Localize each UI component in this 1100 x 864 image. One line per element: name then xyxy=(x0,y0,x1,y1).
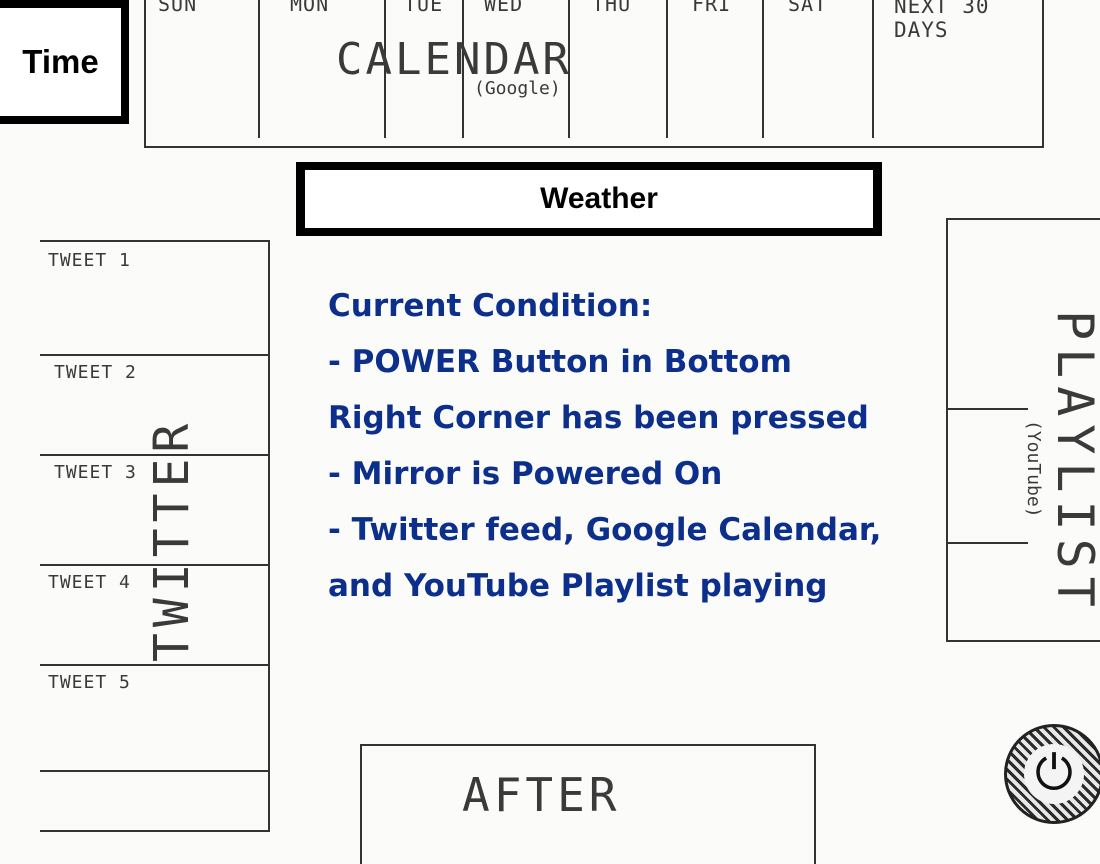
after-label: AFTER xyxy=(462,768,621,822)
calendar-day-label: MON xyxy=(290,0,330,16)
calendar-day-label: THU xyxy=(592,0,632,16)
after-panel: AFTER xyxy=(360,744,816,864)
tweet-label: TWEET 4 xyxy=(48,572,131,593)
time-widget: Time xyxy=(0,0,129,124)
tweet-row: TWEET 1 xyxy=(40,242,268,356)
condition-line: and YouTube Playlist playing xyxy=(328,568,828,604)
calendar-subtitle: (Google) xyxy=(474,78,561,99)
power-button[interactable]: ⏻ xyxy=(1004,724,1100,824)
tweet-row: TWEET 5 xyxy=(40,664,268,772)
calendar-widget: SUN MON TUE WED THU FRI SAT NEXT 30 DAYS… xyxy=(144,0,1044,148)
calendar-day-column: MON xyxy=(260,0,386,138)
calendar-day-column: THU xyxy=(570,0,668,138)
calendar-day-label: NEXT 30 DAYS xyxy=(894,0,990,42)
tweet-row: TWEET 4 xyxy=(40,564,268,666)
calendar-day-column: SUN xyxy=(146,0,260,138)
tweet-label: TWEET 3 xyxy=(54,462,137,483)
weather-label: Weather xyxy=(540,182,658,215)
tweet-label: TWEET 2 xyxy=(54,362,137,383)
calendar-title: CALENDAR xyxy=(336,34,572,85)
calendar-day-column: SAT xyxy=(764,0,874,138)
condition-line: Current Condition: xyxy=(328,288,653,324)
playlist-divider xyxy=(948,542,1028,544)
condition-line: - POWER Button in Bottom xyxy=(328,344,792,380)
calendar-day-column: WED xyxy=(464,0,570,138)
calendar-day-label: SUN xyxy=(158,0,198,16)
twitter-title: TWITTER xyxy=(144,417,200,662)
youtube-playlist: PLAYLIST (YouTube) xyxy=(946,218,1100,642)
twitter-feed: TWEET 1 TWEET 2 TWEET 3 TWEET 4 TWEET 5 … xyxy=(40,240,270,832)
calendar-day-column: FRI xyxy=(668,0,764,138)
calendar-day-label: WED xyxy=(484,0,524,16)
calendar-day-label: FRI xyxy=(692,0,732,16)
playlist-subtitle: (YouTube) xyxy=(1023,420,1044,518)
calendar-next-30-column: NEXT 30 DAYS xyxy=(874,0,1040,138)
condition-line: - Twitter feed, Google Calendar, xyxy=(328,512,882,548)
condition-description: Current Condition: - POWER Button in Bot… xyxy=(328,278,908,614)
calendar-day-label: SAT xyxy=(788,0,828,16)
power-icon: ⏻ xyxy=(1024,744,1084,804)
tweet-label: TWEET 5 xyxy=(48,672,131,693)
playlist-title: PLAYLIST xyxy=(1046,310,1100,615)
tweet-row: TWEET 2 xyxy=(40,354,268,456)
playlist-divider xyxy=(948,408,1028,410)
weather-widget: Weather xyxy=(296,162,882,236)
condition-line: - Mirror is Powered On xyxy=(328,456,723,492)
time-label: Time xyxy=(22,43,99,80)
calendar-day-column: TUE xyxy=(386,0,464,138)
tweet-label: TWEET 1 xyxy=(48,250,131,271)
calendar-day-label: TUE xyxy=(404,0,444,16)
tweet-row: TWEET 3 xyxy=(40,454,268,566)
condition-line: Right Corner has been pressed xyxy=(328,400,869,436)
